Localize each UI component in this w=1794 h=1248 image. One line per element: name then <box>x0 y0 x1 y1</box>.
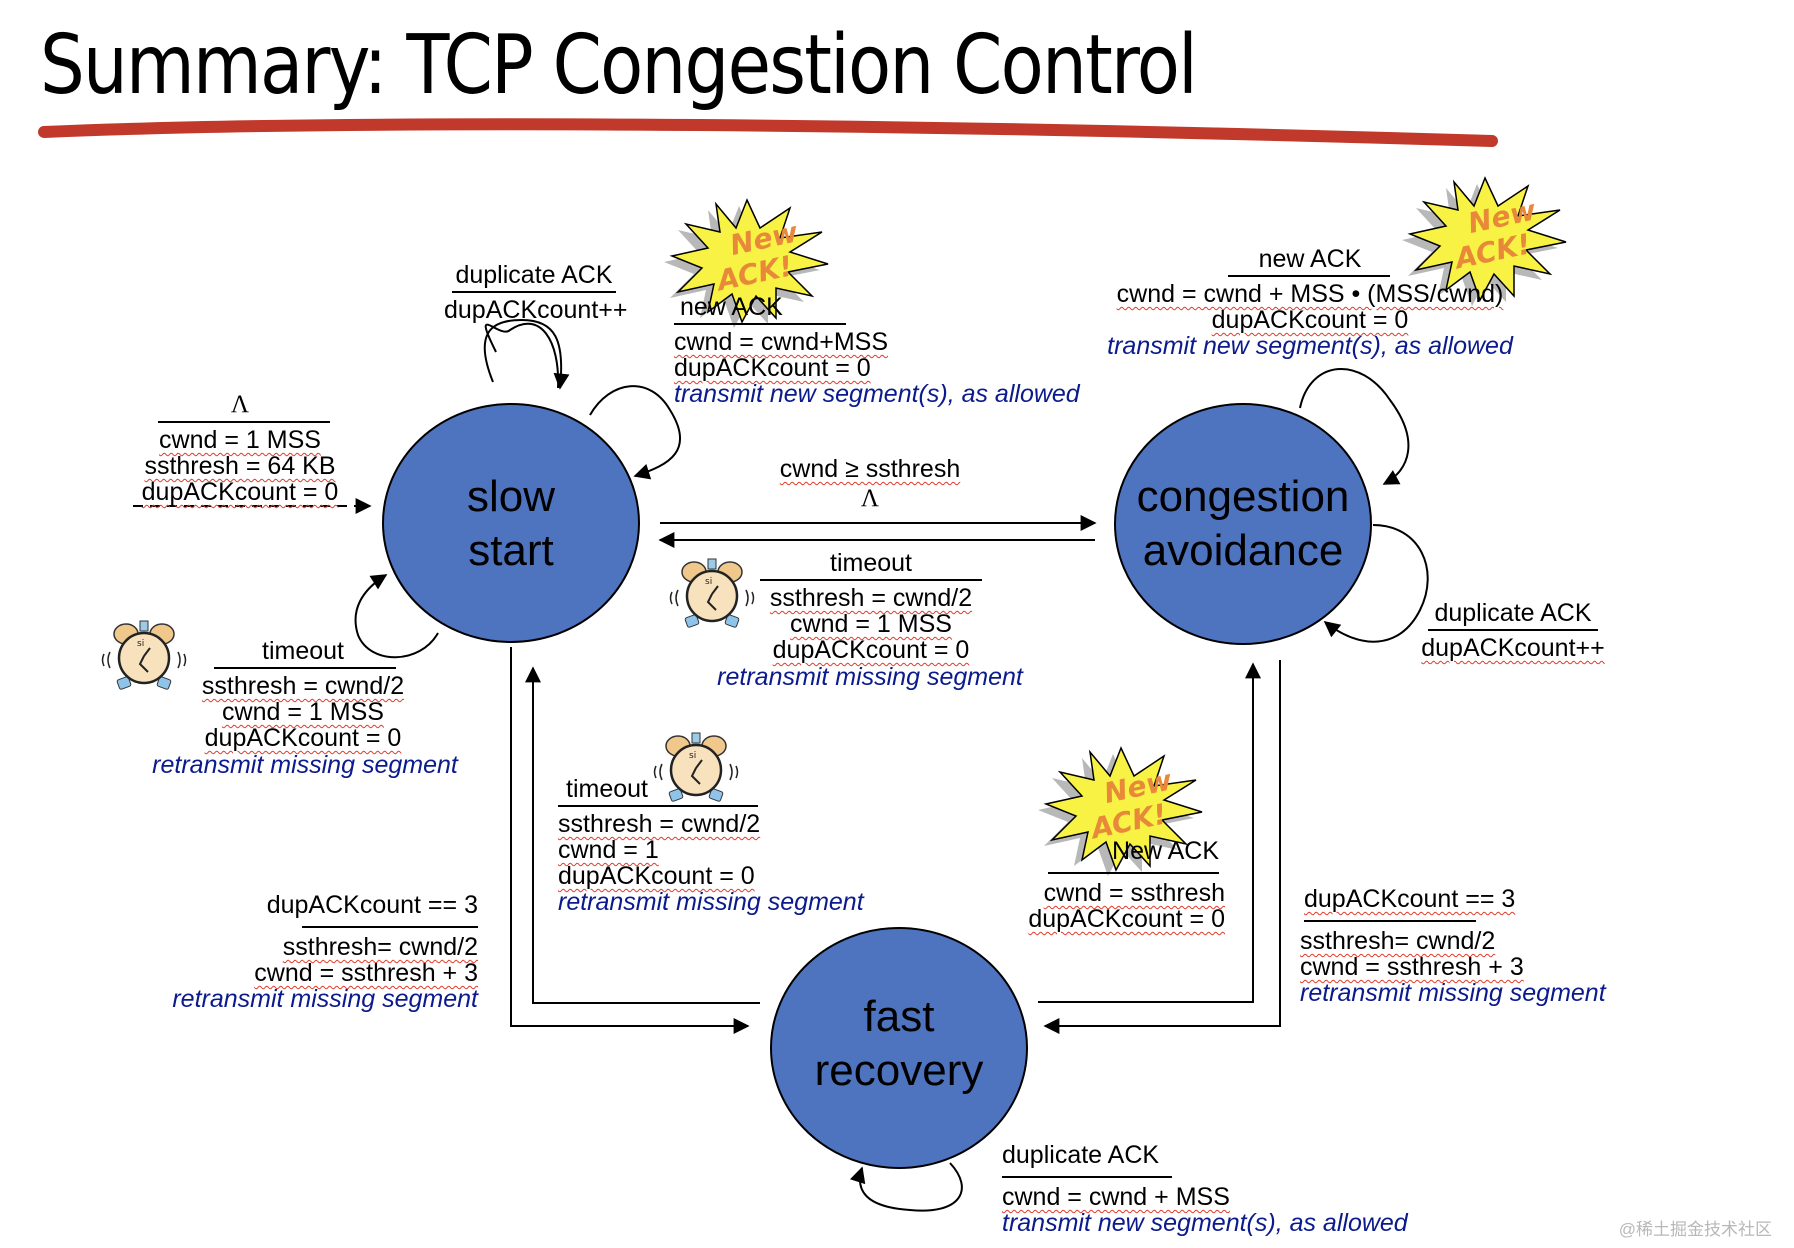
transition-note: retransmit missing segment <box>172 985 478 1013</box>
transition-ss-new-label: new ACK cwnd = cwnd+MSS dupACKcount = 0 … <box>674 294 1080 407</box>
transition-event: new ACK <box>1258 245 1362 273</box>
transition-ss-dup-label: duplicate ACK dupACKcount++ <box>444 261 628 324</box>
transition-fr-dup-label: duplicate ACK cwnd = cwnd + MSS transmit… <box>1002 1142 1408 1236</box>
transition-action: dupACKcount++ <box>444 296 628 324</box>
transition-action: cwnd = cwnd + MSS <box>1002 1183 1230 1211</box>
transition-note: transmit new segment(s), as allowed <box>674 380 1080 408</box>
state-label-fast-recovery: fast recovery <box>779 990 1019 1098</box>
ss-dup-loop-arrow <box>484 322 560 389</box>
transition-action: dupACKcount = 0 <box>1211 306 1409 334</box>
transition-fr-to-ca-label: New ACK cwnd = ssthresh dupACKcount = 0 <box>1020 838 1225 932</box>
alarm-clock-icon <box>101 619 187 692</box>
transition-event: duplicate ACK <box>1002 1141 1160 1169</box>
fr-to-ss-arrow <box>525 666 760 1004</box>
state-slow-start[interactable] <box>382 403 640 643</box>
transition-note: transmit new segment(s), as allowed <box>1002 1209 1408 1237</box>
transition-ca-dup-label: duplicate ACK dupACKcount++ <box>1420 600 1606 661</box>
ss-to-fr-arrow <box>510 647 750 1034</box>
transition-ca-to-fr-label: dupACKcount == 3 ssthresh= cwnd/2 cwnd =… <box>1300 886 1606 1006</box>
transition-note: retransmit missing segment <box>558 888 864 916</box>
transition-event: dupACKcount == 3 <box>1304 885 1516 913</box>
state-label-line: congestion <box>1136 472 1350 521</box>
transition-action: dupACKcount = 0 <box>558 862 755 890</box>
title-underline <box>38 118 1498 147</box>
transition-event: cwnd ≥ ssthresh <box>779 455 961 483</box>
ss-timeout-loop-arrow <box>354 574 439 659</box>
state-label-line: start <box>468 526 554 575</box>
transition-action: Λ <box>860 485 880 512</box>
transition-action: cwnd = ssthresh <box>1043 879 1225 907</box>
transition-action: ssthresh= cwnd/2 <box>282 933 478 961</box>
transition-ca-to-ss-note: retransmit missing segment <box>717 663 1023 691</box>
state-fast-recovery[interactable] <box>770 927 1028 1169</box>
state-label-line: slow <box>466 472 556 521</box>
state-congestion-avoidance[interactable] <box>1114 403 1372 645</box>
ca-to-fr-arrow <box>1043 660 1281 1034</box>
transition-event: timeout <box>262 637 344 665</box>
transition-action: ssthresh = cwnd/2 <box>201 672 405 700</box>
transition-action: cwnd = cwnd + MSS • (MSS/cwnd) <box>1116 280 1504 308</box>
transition-ca-to-ss-label: timeout ssthresh = cwnd/2 cwnd = 1 MSS d… <box>760 550 982 663</box>
state-label-line: recovery <box>814 1046 984 1095</box>
transition-action: dupACKcount++ <box>1421 634 1605 662</box>
transition-note: retransmit missing segment <box>1300 979 1606 1007</box>
transition-action: cwnd = 1 MSS <box>222 698 384 726</box>
page-title: Summary: TCP Congestion Control <box>40 18 1198 113</box>
transition-action: cwnd = ssthresh + 3 <box>1300 953 1524 981</box>
ca-dup-loop-arrow <box>1323 524 1429 643</box>
transition-ss-to-ca-label: cwnd ≥ ssthresh Λ <box>760 456 980 512</box>
transition-action: dupACKcount = 0 <box>772 636 970 664</box>
fr-dup-loop-arrow <box>850 1162 963 1212</box>
transition-action: ssthresh = 64 KB <box>144 452 336 480</box>
transition-event: timeout <box>830 549 912 577</box>
state-label-line: fast <box>863 992 935 1041</box>
transition-event: duplicate ACK <box>1434 599 1592 627</box>
state-label-slow-start: slow start <box>411 470 611 578</box>
transition-action: ssthresh = cwnd/2 <box>558 810 761 838</box>
ca-new-loop-arrow <box>1299 367 1410 485</box>
transition-ss-to-fr-label: dupACKcount == 3 ssthresh= cwnd/2 cwnd =… <box>150 892 478 1012</box>
ss-new-loop-arrow <box>589 385 682 480</box>
transition-action: dupACKcount = 0 <box>1028 905 1225 933</box>
transition-init-label: Λ cwnd = 1 MSS ssthresh = 64 KB dupACKco… <box>140 391 340 506</box>
transition-event: Λ <box>230 391 250 418</box>
transition-event: new ACK <box>680 293 783 321</box>
transition-action: cwnd = ssthresh + 3 <box>254 959 478 987</box>
new-ack-burst-icon: New ACK! <box>1037 747 1203 877</box>
state-label-line: avoidance <box>1142 526 1344 575</box>
transition-action: dupACKcount = 0 <box>204 724 402 752</box>
transition-action: cwnd = cwnd+MSS <box>674 328 888 356</box>
transition-event: duplicate ACK <box>455 261 613 289</box>
new-ack-burst-icon: New ACK! <box>663 199 829 329</box>
watermark: @稀土掘金技术社区 <box>1618 1220 1772 1239</box>
transition-note: transmit new segment(s), as allowed <box>1107 332 1513 360</box>
transition-ss-timeout-label: timeout ssthresh = cwnd/2 cwnd = 1 MSS d… <box>200 638 406 751</box>
transition-action: dupACKcount = 0 <box>674 354 871 382</box>
transition-ca-new-label: new ACK cwnd = cwnd + MSS • (MSS/cwnd) d… <box>1100 246 1520 359</box>
transition-event: New ACK <box>1112 837 1219 865</box>
new-ack-burst-icon: New ACK! <box>1401 177 1567 307</box>
transition-action: ssthresh= cwnd/2 <box>1300 927 1496 955</box>
transition-event: timeout <box>566 775 648 803</box>
alarm-clock-icon <box>669 557 755 630</box>
transition-ss-timeout-note: retransmit missing segment <box>152 751 458 779</box>
transition-action: dupACKcount = 0 <box>141 478 339 506</box>
transition-action: cwnd = 1 MSS <box>159 426 321 454</box>
state-label-congestion-avoidance: congestion avoidance <box>1113 470 1373 578</box>
transition-action: cwnd = 1 MSS <box>790 610 952 638</box>
fr-to-ca-arrow <box>1038 662 1261 1003</box>
transition-event: dupACKcount == 3 <box>266 891 478 919</box>
transition-action: ssthresh = cwnd/2 <box>769 584 973 612</box>
transition-action: cwnd = 1 <box>558 836 659 864</box>
transition-fr-to-ss-label: timeout ssthresh = cwnd/2 cwnd = 1 dupAC… <box>558 776 864 915</box>
